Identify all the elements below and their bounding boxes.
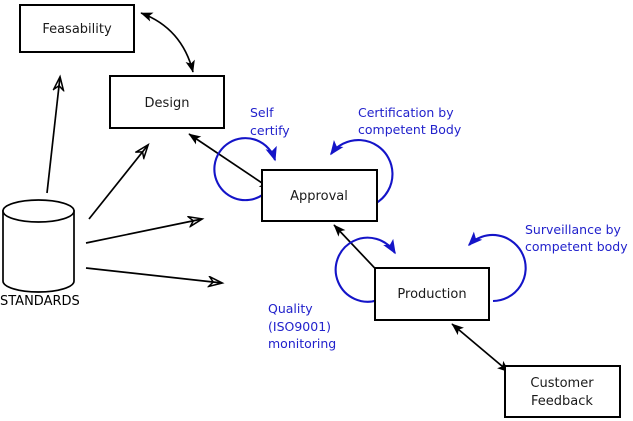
edge-standards-to-design bbox=[88, 145, 148, 220]
customer-feedback-label-line2: Feedback bbox=[531, 394, 593, 409]
approval-box bbox=[261, 169, 378, 222]
standards-label: STANDARDS bbox=[0, 294, 80, 309]
annotation-self-certify: Self certify bbox=[250, 105, 290, 138]
quality-line1: Quality bbox=[268, 301, 313, 316]
standards-cylinder-body bbox=[2, 210, 75, 293]
edge-standards-to-production bbox=[85, 267, 222, 283]
design-label: Design bbox=[145, 96, 190, 111]
edge-standards-to-feasability bbox=[46, 77, 60, 194]
loop-quality-monitoring bbox=[334, 236, 396, 303]
node-approval[interactable]: Approval bbox=[261, 169, 378, 222]
certification-line1: Certification by bbox=[358, 105, 454, 120]
production-box bbox=[374, 267, 490, 321]
annotation-certification: Certification by competent Body bbox=[358, 105, 462, 137]
node-design[interactable]: Design bbox=[109, 75, 225, 129]
loop-surveillance bbox=[467, 231, 527, 303]
loop-self-certify bbox=[213, 137, 277, 202]
approval-label: Approval bbox=[290, 189, 348, 204]
node-customer-feedback[interactable]: Customer Feedback bbox=[504, 365, 621, 418]
quality-line3: monitoring bbox=[268, 336, 336, 351]
design-box bbox=[109, 75, 225, 129]
edge-customer-feedback-to-production bbox=[451, 323, 510, 373]
surveillance-line1: Surveillance by bbox=[525, 222, 622, 237]
loop-certification bbox=[330, 139, 394, 210]
surveillance-line2: competent body bbox=[525, 239, 628, 254]
node-standards[interactable]: STANDARDS bbox=[0, 199, 80, 309]
self-certify-line1: Self bbox=[250, 105, 274, 120]
node-feasability[interactable]: Feasability bbox=[19, 4, 135, 53]
edge-standards-to-approval bbox=[85, 219, 202, 244]
self-certify-line2: certify bbox=[250, 123, 290, 138]
annotation-surveillance: Surveillance by competent body bbox=[525, 222, 628, 254]
feasability-box bbox=[19, 4, 135, 53]
feasability-label: Feasability bbox=[42, 22, 112, 37]
quality-line2: (ISO9001) bbox=[268, 319, 331, 334]
edge-approval-to-design bbox=[188, 133, 272, 190]
node-production[interactable]: Production bbox=[374, 267, 490, 321]
customer-feedback-box bbox=[504, 365, 621, 418]
customer-feedback-label-line1: Customer bbox=[530, 376, 594, 391]
standards-cylinder-top bbox=[2, 199, 75, 223]
edge-design-to-feasability bbox=[140, 12, 195, 73]
annotation-quality-monitoring: Quality (ISO9001) monitoring bbox=[268, 301, 336, 351]
production-label: Production bbox=[397, 287, 466, 302]
certification-line2: competent Body bbox=[358, 122, 462, 137]
